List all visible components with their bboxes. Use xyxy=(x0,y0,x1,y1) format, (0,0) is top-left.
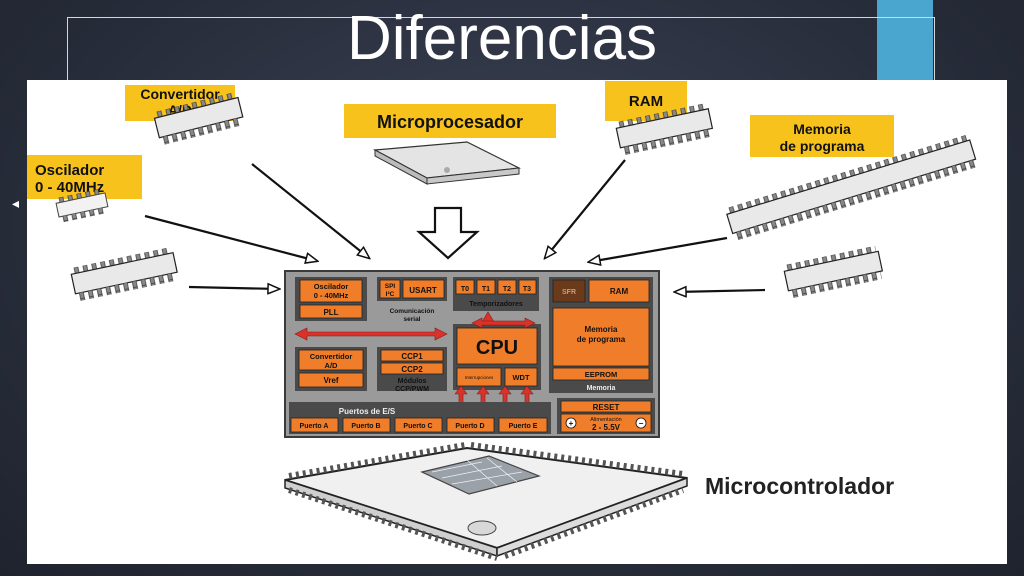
block-oscilador-1: Oscilador xyxy=(314,282,349,291)
block-cpu: CPU xyxy=(476,337,518,359)
label-ram-text: RAM xyxy=(629,93,663,110)
block-convertidor-1: Convertidor xyxy=(310,352,353,361)
block-temporizadores: Temporizadores xyxy=(469,301,523,308)
block-usart: USART xyxy=(409,286,437,295)
microcontroller-chip-icon xyxy=(284,442,688,561)
minus-icon xyxy=(635,417,647,429)
block-ccp1: CCP1 xyxy=(401,352,423,361)
label-memoria-line2: de programa xyxy=(780,138,865,154)
block-puerto-a: Puerto A xyxy=(300,423,329,430)
block-eeprom: EEPROM xyxy=(585,370,618,379)
block-memoria-programa-2: de programa xyxy=(577,335,626,344)
block-sfr: SFR xyxy=(562,289,576,296)
block-timer-3: T3 xyxy=(523,286,531,293)
right-chip-icon xyxy=(783,245,884,299)
block-puerto-b: Puerto B xyxy=(351,423,380,430)
block-memoria: Memoria xyxy=(587,385,616,392)
block-convertidor-2: A/D xyxy=(325,361,339,370)
left-chip-icon xyxy=(70,247,178,302)
block-i2c: I²C xyxy=(386,291,395,298)
block-wdt: WDT xyxy=(512,373,529,382)
label-memoria-line1: Memoria xyxy=(793,121,851,137)
slide-title: Diferencias xyxy=(346,4,658,73)
oscillator-chip-icon xyxy=(55,188,109,223)
diagram-panel: Convertidor A/D Microprocesador RAM Memo… xyxy=(27,80,1007,564)
block-puertos-es: Puertos de E/S xyxy=(339,407,396,416)
label-microprocesador-text: Microprocesador xyxy=(377,112,523,132)
block-vref: Vref xyxy=(323,376,338,385)
arrow-convertidor xyxy=(251,163,369,258)
arrow-ram xyxy=(545,159,626,258)
arrow-right-chip xyxy=(675,290,766,292)
block-ccp2: CCP2 xyxy=(401,365,423,374)
block-timer-2: T2 xyxy=(503,286,511,293)
program-memory-chip-icon xyxy=(726,134,977,241)
block-interrupciones: Interrupciones xyxy=(465,375,494,380)
block-puerto-e: Puerto E xyxy=(509,423,538,430)
block-memoria-programa-1: Memoria xyxy=(585,325,618,334)
svg-text:−: − xyxy=(639,419,644,428)
label-oscilador: Oscilador 0 - 40MHz xyxy=(27,155,142,199)
block-modulos-2: CCP/PWM xyxy=(395,386,429,393)
arrow-left-chip xyxy=(188,287,279,289)
accent-bar xyxy=(877,0,933,82)
block-timer-0: T0 xyxy=(461,286,469,293)
block-oscilador-2: 0 - 40MHz xyxy=(314,291,349,300)
block-pll: PLL xyxy=(323,308,338,317)
label-convertidor-line1: Convertidor xyxy=(140,86,220,102)
arrow-oscilador xyxy=(144,214,317,261)
label-memoria-programa: Memoria de programa xyxy=(750,115,894,157)
block-puerto-c: Puerto C xyxy=(403,423,432,430)
block-puerto-d: Puerto D xyxy=(455,423,484,430)
arrow-memoria xyxy=(589,236,728,262)
block-timer-1: T1 xyxy=(482,286,490,293)
block-ram: RAM xyxy=(610,287,629,296)
arrows xyxy=(144,159,766,292)
block-alimentacion: Alimentación xyxy=(590,417,622,423)
plus-icon xyxy=(565,417,577,429)
big-down-arrow-icon xyxy=(416,206,480,260)
block-modulos-1: Módulos xyxy=(398,378,427,385)
diagram-svg: Convertidor A/D Microprocesador RAM Memo… xyxy=(27,81,977,561)
mcu-block-diagram: Oscilador 0 - 40MHz PLL SPI I²C USART Co… xyxy=(284,270,660,438)
title-frame xyxy=(67,17,935,83)
block-spi: SPI xyxy=(385,283,396,290)
block-voltaje: 2 - 5.5V xyxy=(592,423,621,432)
svg-text:+: + xyxy=(569,419,574,428)
adc-chip-icon xyxy=(153,92,244,145)
label-oscilador-line1: Oscilador xyxy=(35,162,104,179)
block-reset: RESET xyxy=(593,403,620,412)
microprocessor-chip-icon xyxy=(372,141,522,185)
block-comunicacion-1: Comunicación xyxy=(390,308,435,315)
ram-chip-icon xyxy=(615,103,714,156)
label-microprocesador: Microprocesador xyxy=(344,104,556,138)
label-microcontrolador: Microcontrolador xyxy=(705,473,894,499)
block-comunicacion-2: serial xyxy=(404,316,421,323)
nav-arrow-icon[interactable]: ◂ xyxy=(12,195,20,211)
